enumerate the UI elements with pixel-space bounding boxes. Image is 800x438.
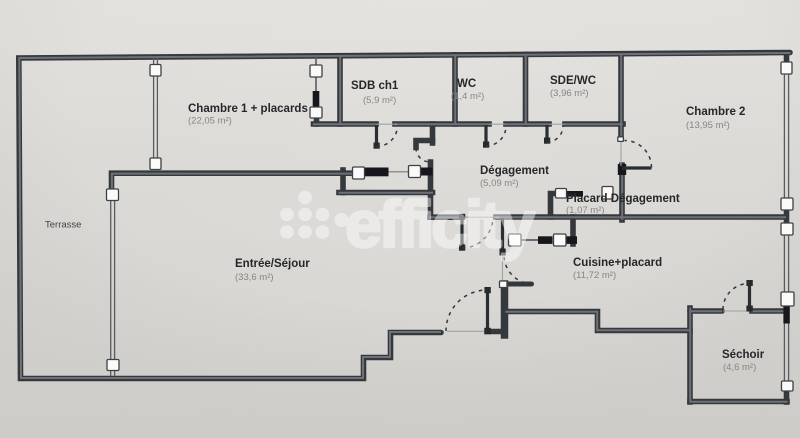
svg-text:Dégagement: Dégagement	[480, 165, 549, 177]
svg-text:Chambre 1 + placards: Chambre 1 + placards	[188, 103, 308, 115]
svg-text:(3,96 m²): (3,96 m²)	[550, 88, 589, 99]
svg-text:(5,9 m²): (5,9 m²)	[363, 95, 396, 106]
svg-text:WC: WC	[457, 78, 476, 90]
svg-text:Séchoir: Séchoir	[722, 349, 765, 361]
svg-text:(1,4 m²): (1,4 m²)	[451, 91, 484, 102]
svg-text:Placard Dégagement: Placard Dégagement	[566, 193, 680, 205]
svg-text:(22,05 m²): (22,05 m²)	[188, 116, 232, 127]
svg-text:Chambre 2: Chambre 2	[686, 106, 745, 118]
svg-text:SDB ch1: SDB ch1	[351, 80, 399, 92]
svg-text:Terrasse: Terrasse	[45, 220, 81, 231]
svg-text:efficity: efficity	[345, 187, 536, 261]
svg-text:Entrée/Séjour: Entrée/Séjour	[235, 258, 310, 270]
svg-text:(1,07 m²): (1,07 m²)	[566, 205, 605, 216]
svg-text:Cuisine+placard: Cuisine+placard	[573, 257, 662, 269]
svg-text:SDE/WC: SDE/WC	[550, 75, 596, 87]
svg-text:(11,72 m²): (11,72 m²)	[573, 270, 616, 281]
svg-text:(13,95 m²): (13,95 m²)	[686, 120, 730, 131]
svg-text:(4,6 m²): (4,6 m²)	[723, 362, 756, 373]
svg-text:(33,6 m²): (33,6 m²)	[235, 272, 274, 283]
svg-text:(5,09 m²): (5,09 m²)	[480, 178, 519, 189]
